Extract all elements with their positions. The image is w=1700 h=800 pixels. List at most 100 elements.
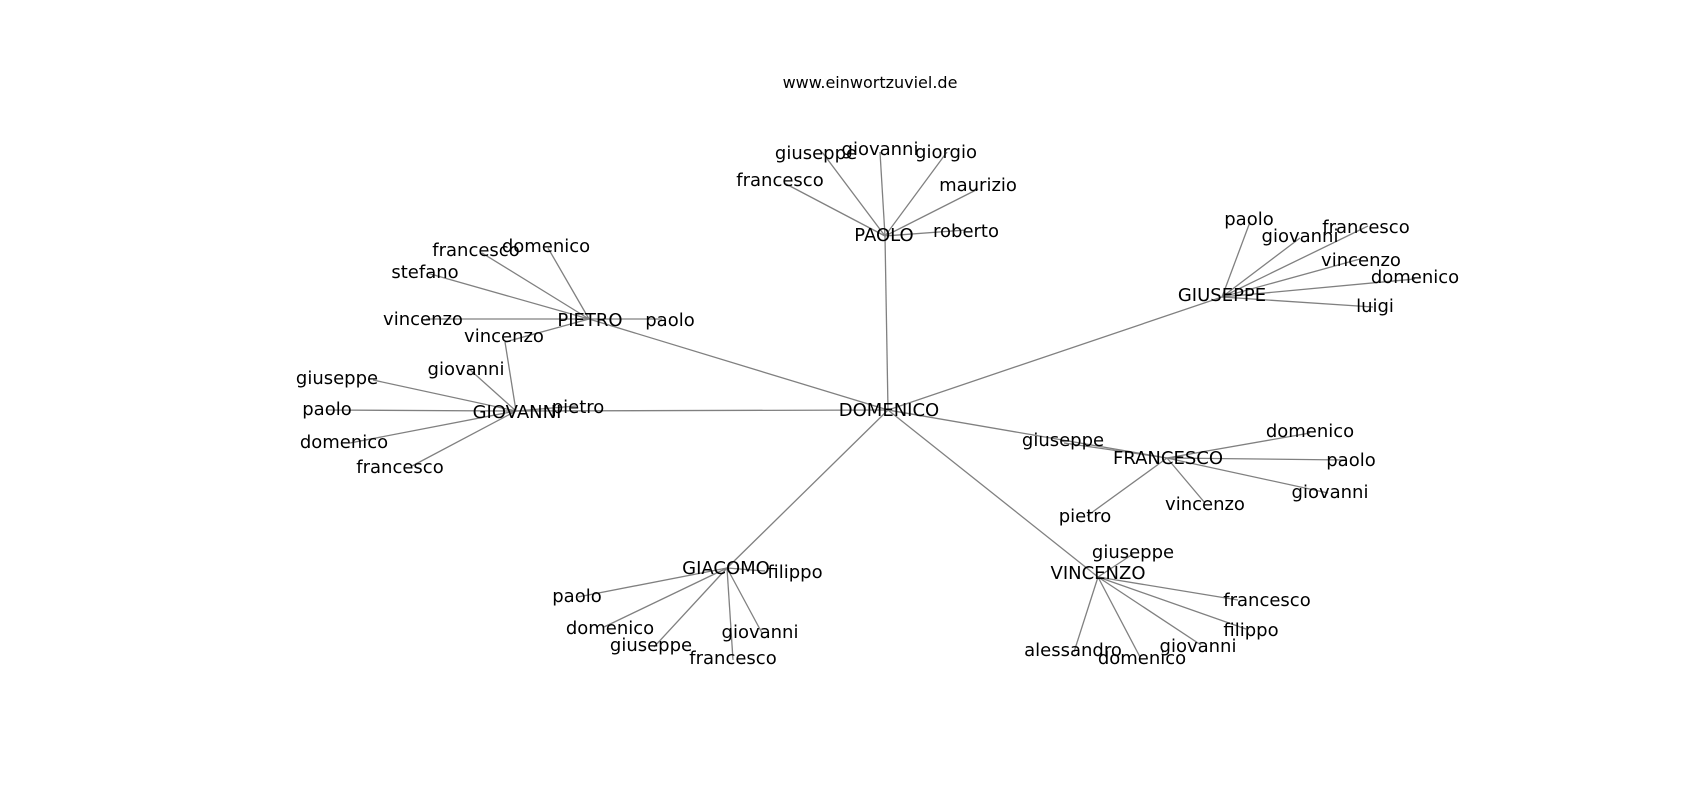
edge-francesco-to-pietro: [1086, 457, 1168, 517]
edge-vincenzo-to-alessandro: [1073, 576, 1099, 653]
child-node-label-giacomo-giuseppe: giuseppe: [610, 635, 692, 656]
child-node-label-giovanni-giovanni: giovanni: [428, 359, 505, 380]
edge-root-to-pietro: [588, 318, 889, 411]
edge-vincenzo-to-filippo: [1097, 576, 1247, 630]
child-node-label-giuseppe-luigi: luigi: [1356, 296, 1394, 317]
edge-francesco-to-vincenzo: [1166, 457, 1206, 504]
edge-giovanni-to-vincenzo: [504, 341, 517, 412]
hub-node-label-vincenzo: VINCENZO: [1051, 563, 1146, 584]
edge-giovanni-to-giovanni: [467, 367, 517, 412]
edge-root-to-giacomo: [726, 409, 889, 569]
child-node-label-vincenzo-filippo: filippo: [1223, 620, 1278, 641]
child-node-label-giovanni-giuseppe: giuseppe: [296, 368, 378, 389]
child-node-label-pietro-paolo: paolo: [645, 310, 694, 331]
child-node-label-giacomo-filippo: filippo: [767, 562, 822, 583]
edge-root-to-giovanni: [515, 409, 889, 412]
edge-vincenzo-to-domenico: [1097, 576, 1141, 658]
edge-paolo-to-francesco: [785, 183, 886, 237]
edge-pietro-to-francesco: [481, 252, 590, 320]
child-node-label-giovanni-francesco: francesco: [356, 457, 443, 478]
hub-node-label-pietro: PIETRO: [557, 310, 622, 331]
edge-francesco-to-paolo: [1166, 457, 1347, 461]
child-node-label-francesco-giuseppe: giuseppe: [1022, 430, 1104, 451]
child-node-label-paolo-francesco: francesco: [736, 170, 823, 191]
edge-root-to-paolo: [884, 235, 889, 411]
child-node-label-paolo-giorgio: giorgio: [915, 142, 977, 163]
hub-node-label-giacomo: GIACOMO: [682, 558, 770, 579]
edge-giacomo-to-filippo: [726, 567, 766, 572]
edge-pietro-to-vincenzo: [504, 318, 590, 343]
child-node-label-paolo-giovanni: giovanni: [842, 139, 919, 160]
edge-paolo-to-giuseppe: [821, 151, 886, 237]
edge-paolo-to-roberto: [884, 229, 967, 237]
edge-layer: [325, 151, 1416, 661]
edge-pietro-to-stefano: [426, 272, 590, 320]
child-node-label-pietro-vincenzo: vincenzo: [464, 326, 544, 347]
edge-giuseppe-to-francesco: [1221, 225, 1369, 298]
child-node-label-francesco-domenico: domenico: [1266, 421, 1354, 442]
child-node-label-vincenzo-alessandro: alessandro: [1024, 640, 1122, 661]
child-node-label-vincenzo-domenico: domenico: [1098, 648, 1186, 669]
edge-giacomo-to-paolo: [577, 567, 728, 598]
child-node-label-vincenzo-giovanni: giovanni: [1160, 636, 1237, 657]
child-node-label-giuseppe-domenico: domenico: [1371, 267, 1459, 288]
child-node-label-vincenzo-francesco: francesco: [1223, 590, 1310, 611]
edge-vincenzo-to-giuseppe: [1097, 553, 1134, 578]
edge-giovanni-to-paolo: [325, 409, 517, 412]
edge-paolo-to-giorgio: [884, 151, 948, 237]
edge-giacomo-to-giuseppe: [653, 567, 728, 648]
child-node-label-pietro-stefano: stefano: [391, 262, 458, 283]
edge-paolo-to-maurizio: [884, 188, 979, 237]
child-node-label-giuseppe-vincenzo: vincenzo: [1321, 250, 1401, 271]
child-node-label-francesco-pietro: pietro: [1059, 506, 1112, 527]
child-node-label-giacomo-francesco: francesco: [689, 648, 776, 669]
child-node-label-vincenzo-giuseppe: giuseppe: [1092, 542, 1174, 563]
edge-giacomo-to-giovanni: [726, 567, 763, 634]
hub-node-label-giovanni: GIOVANNI: [473, 402, 562, 423]
edge-giacomo-to-domenico: [603, 567, 728, 628]
child-node-label-giuseppe-paolo: paolo: [1224, 209, 1273, 230]
child-node-label-pietro-francesco: francesco: [432, 240, 519, 261]
edge-giovanni-to-giuseppe: [372, 379, 517, 412]
child-node-label-giovanni-domenico: domenico: [300, 432, 388, 453]
edge-giuseppe-to-luigi: [1221, 296, 1374, 308]
edge-francesco-to-giovanni: [1166, 457, 1329, 494]
child-node-label-giovanni-paolo: paolo: [302, 399, 351, 420]
edge-root-to-francesco: [887, 409, 1168, 459]
watermark-text: www.einwortzuviel.de: [783, 73, 958, 92]
edge-giacomo-to-francesco: [726, 567, 734, 661]
child-node-label-francesco-vincenzo: vincenzo: [1165, 494, 1245, 515]
edge-pietro-to-domenico: [547, 247, 590, 320]
hub-node-label-francesco: FRANCESCO: [1113, 448, 1223, 469]
edge-paolo-to-giovanni: [879, 151, 886, 237]
edge-vincenzo-to-giovanni: [1097, 576, 1202, 646]
child-node-label-giacomo-paolo: paolo: [552, 586, 601, 607]
child-node-label-paolo-roberto: roberto: [933, 221, 999, 242]
child-node-label-paolo-giuseppe: giuseppe: [775, 143, 857, 164]
child-node-label-giacomo-giovanni: giovanni: [722, 622, 799, 643]
edge-giuseppe-to-giovanni: [1221, 237, 1301, 298]
edge-giovanni-to-francesco: [411, 410, 517, 467]
root-node-label: DOMENICO: [839, 400, 939, 421]
edge-root-to-vincenzo: [887, 409, 1099, 578]
edge-francesco-to-domenico: [1166, 432, 1311, 459]
edge-giovanni-to-pietro: [515, 405, 577, 412]
child-node-label-paolo-maurizio: maurizio: [939, 175, 1017, 196]
edge-giuseppe-to-paolo: [1221, 221, 1251, 298]
child-node-label-giacomo-domenico: domenico: [566, 618, 654, 639]
child-node-label-pietro-domenico: domenico: [502, 236, 590, 257]
edge-vincenzo-to-francesco: [1097, 576, 1239, 601]
edge-giuseppe-to-vincenzo: [1221, 258, 1361, 298]
child-node-label-giuseppe-francesco: francesco: [1322, 217, 1409, 238]
edge-root-to-giuseppe: [887, 296, 1223, 411]
child-node-label-francesco-paolo: paolo: [1326, 450, 1375, 471]
edge-giovanni-to-domenico: [349, 410, 517, 444]
child-node-label-pietro-vincenzo: vincenzo: [383, 309, 463, 330]
edge-giuseppe-to-domenico: [1221, 278, 1416, 298]
child-node-label-giuseppe-giovanni: giovanni: [1262, 226, 1339, 247]
child-node-label-francesco-giovanni: giovanni: [1292, 482, 1369, 503]
hub-node-label-paolo: PAOLO: [854, 225, 913, 246]
hub-node-label-giuseppe: GIUSEPPE: [1178, 285, 1266, 306]
